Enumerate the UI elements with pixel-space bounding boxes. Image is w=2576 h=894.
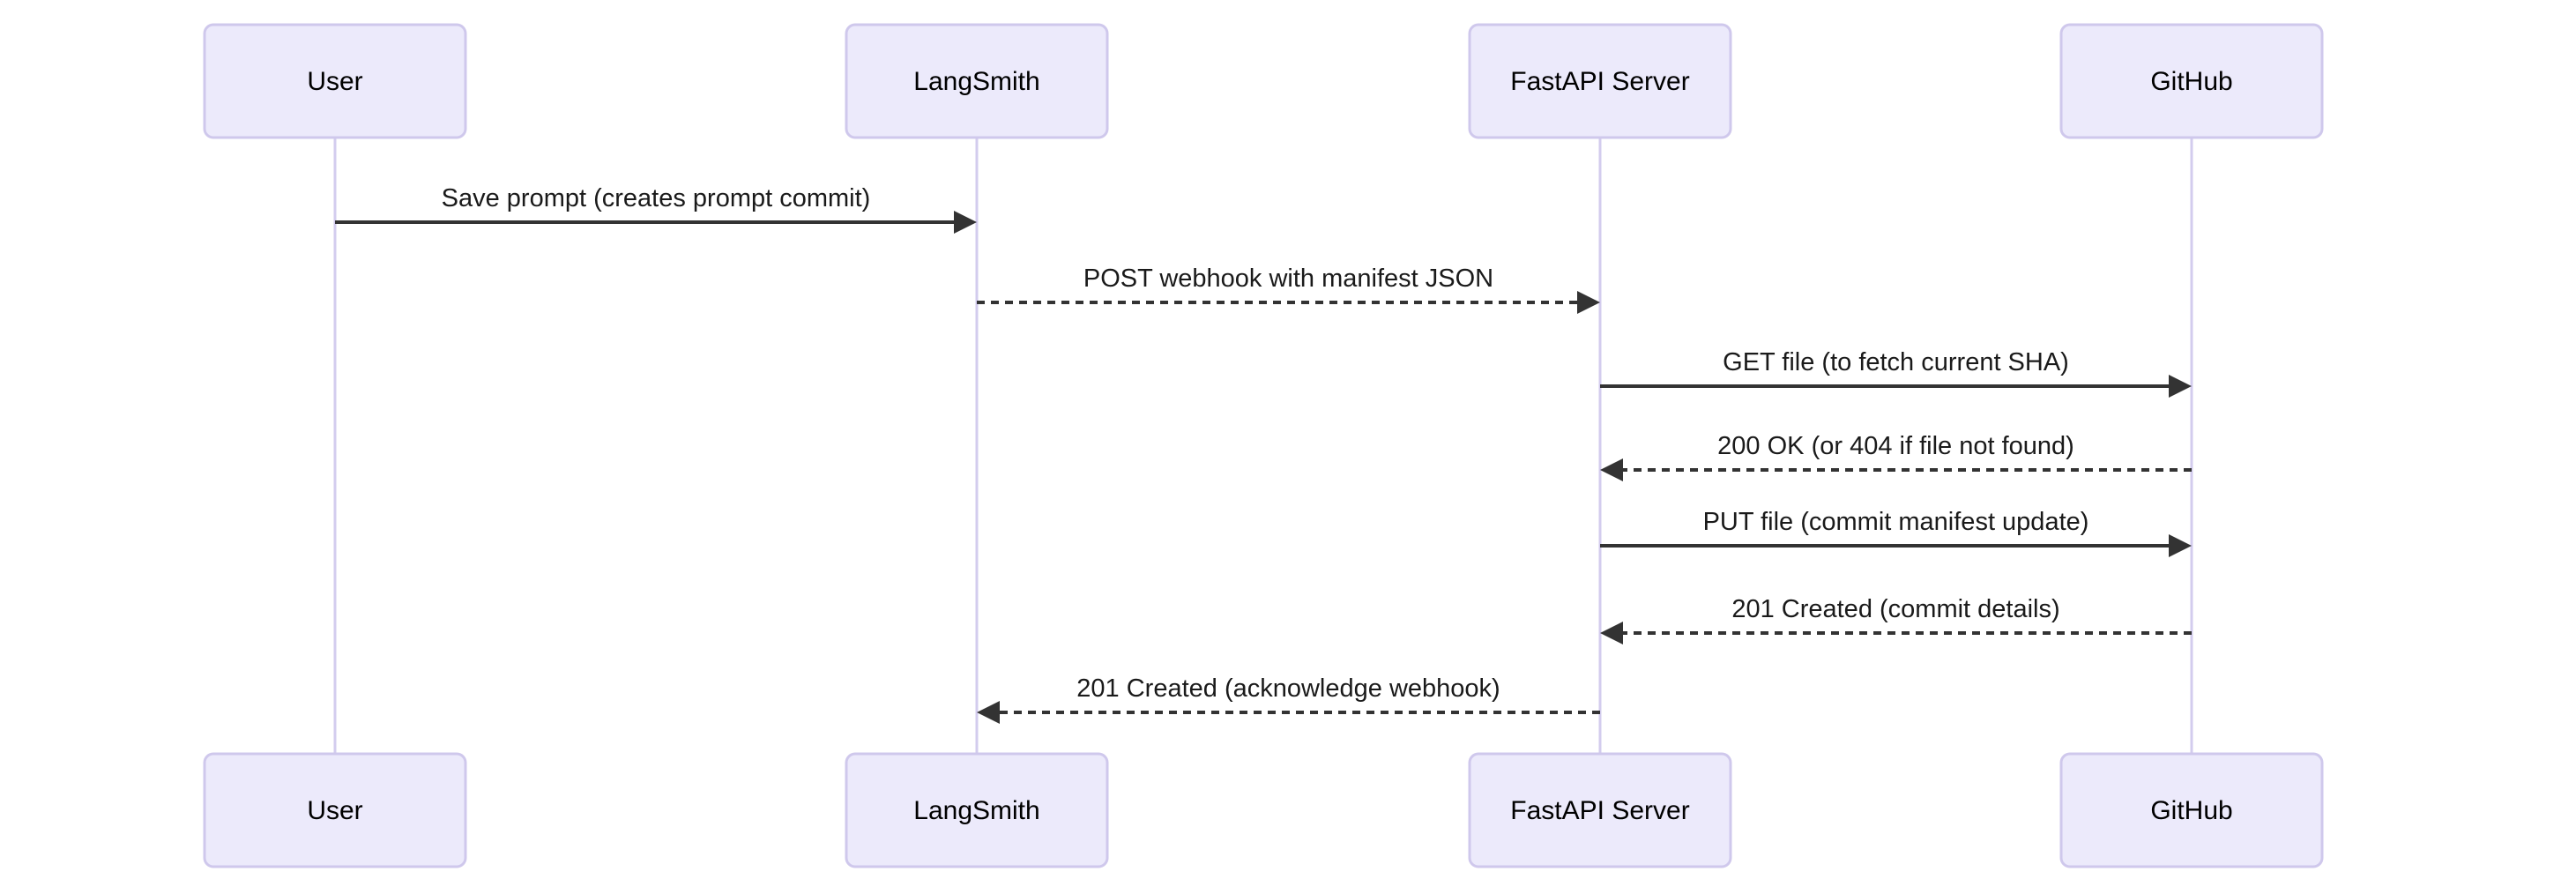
message-2[interactable]: POST webhook with manifest JSON [977,264,1600,314]
participant-label-user: User [307,67,362,96]
participant-label-github: GitHub [2150,67,2232,96]
participant-label-langsmith: LangSmith [913,796,1039,825]
message-label-5: PUT file (commit manifest update) [1703,508,2089,536]
participant-label-langsmith: LangSmith [913,67,1039,96]
participant-box-github[interactable] [2059,23,2324,139]
participant-fastapi-top[interactable]: FastAPI Server [1468,23,1732,139]
participant-user-top[interactable]: User [203,23,467,139]
participant-label-github: GitHub [2150,796,2232,825]
participant-box-user[interactable] [203,752,467,868]
message-7[interactable]: 201 Created (acknowledge webhook) [977,674,1600,724]
message-label-4: 200 OK (or 404 if file not found) [1717,432,2074,460]
participant-box-langsmith[interactable] [845,23,1109,139]
message-label-1: Save prompt (creates prompt commit) [442,184,871,212]
message-1[interactable]: Save prompt (creates prompt commit) [335,184,977,234]
participant-langsmith-bottom[interactable]: LangSmith [845,752,1109,868]
participant-github-top[interactable]: GitHub [2059,23,2324,139]
message-arrowhead-6 [1600,622,1623,644]
participant-box-langsmith[interactable] [845,752,1109,868]
message-3[interactable]: GET file (to fetch current SHA) [1600,348,2192,398]
message-label-2: POST webhook with manifest JSON [1083,264,1493,293]
participant-label-fastapi: FastAPI Server [1510,67,1689,96]
message-6[interactable]: 201 Created (commit details) [1600,595,2192,644]
participant-label-fastapi: FastAPI Server [1510,796,1689,825]
participant-github-bottom[interactable]: GitHub [2059,752,2324,868]
message-label-3: GET file (to fetch current SHA) [1723,348,2069,376]
message-arrowhead-1 [954,211,977,234]
message-arrowhead-3 [2169,375,2192,398]
message-4[interactable]: 200 OK (or 404 if file not found) [1600,432,2192,481]
messages-layer: Save prompt (creates prompt commit) POST … [335,184,2192,724]
participant-fastapi-bottom[interactable]: FastAPI Server [1468,752,1732,868]
participant-langsmith-top[interactable]: LangSmith [845,23,1109,139]
lifelines-layer [333,138,2193,754]
participant-box-user[interactable] [203,23,467,139]
participant-box-github[interactable] [2059,752,2324,868]
message-label-7: 201 Created (acknowledge webhook) [1076,674,1500,703]
message-label-6: 201 Created (commit details) [1731,595,2059,623]
participant-user-bottom[interactable]: User [203,752,467,868]
message-arrowhead-2 [1577,291,1600,314]
message-arrowhead-4 [1600,458,1623,481]
participant-label-user: User [307,796,362,825]
message-arrowhead-5 [2169,534,2192,557]
participant-box-fastapi[interactable] [1468,752,1732,868]
message-arrowhead-7 [977,701,1000,724]
participant-box-fastapi[interactable] [1468,23,1732,139]
message-5[interactable]: PUT file (commit manifest update) [1600,508,2192,557]
